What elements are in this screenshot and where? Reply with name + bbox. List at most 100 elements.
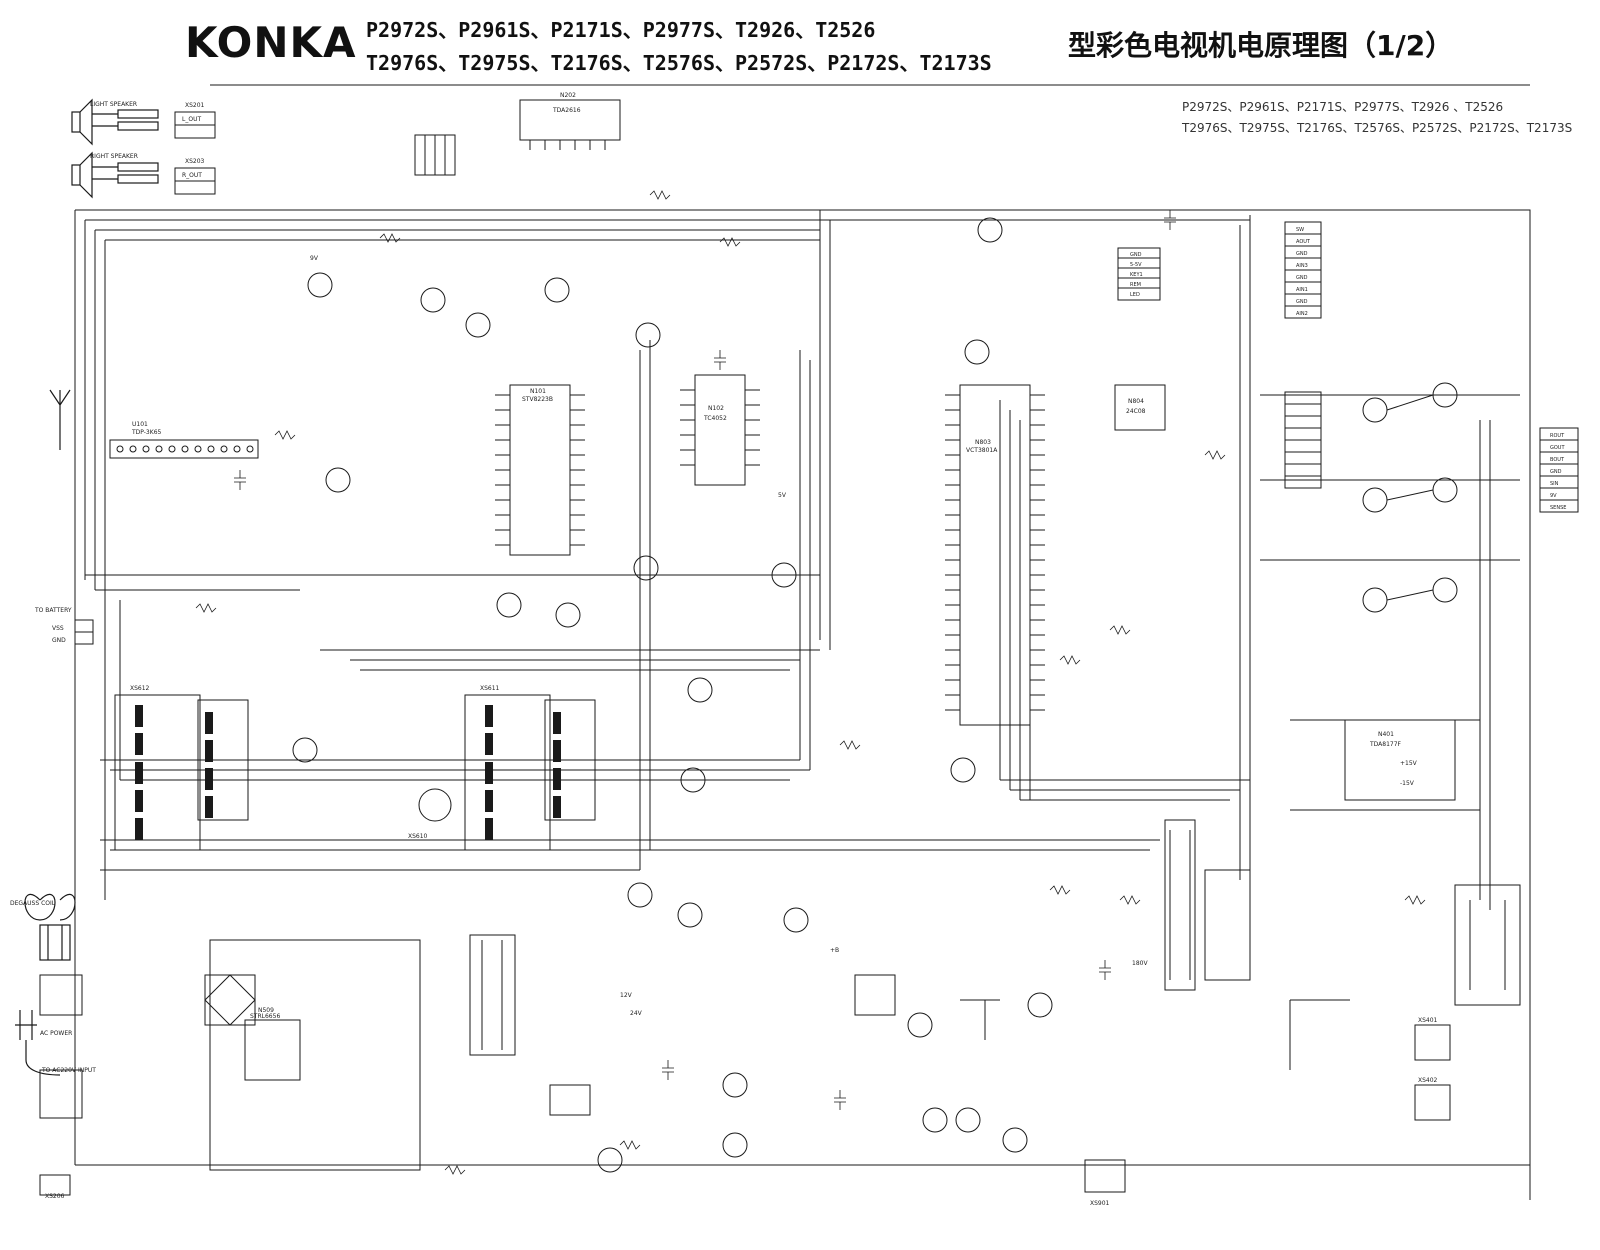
connector-xs206	[39, 1174, 71, 1196]
label-to-battery: TO BATTERY	[34, 607, 72, 614]
flyback-transformer	[1164, 819, 1196, 991]
driver-transformer	[854, 974, 896, 1016]
av-gnd-1: GND	[1296, 251, 1308, 257]
label-tdp3k65: TDP-3K65	[131, 429, 162, 436]
bridge-rectifier	[204, 974, 256, 1026]
tuner-pins	[116, 445, 254, 453]
volt-180v: 180V	[1132, 960, 1148, 967]
speaker-left	[71, 98, 159, 146]
rgb-gnd: GND	[1550, 469, 1562, 475]
rgb-transistor-group	[1362, 382, 1458, 613]
models-line-1: P2972S、P2961S、P2171S、P2977S、T2926、T2526	[366, 18, 876, 42]
label-r-out: R_OUT	[182, 172, 202, 179]
label-xs610: XS610	[408, 833, 428, 840]
transformer-t901	[469, 934, 516, 1056]
connector-xs402	[1414, 1084, 1451, 1121]
label-ac-power: AC POWER	[40, 1030, 72, 1037]
label-strl6656: STRL6656	[250, 1013, 280, 1020]
rgb-9v: 9V	[1550, 493, 1557, 499]
speaker-right	[71, 151, 159, 199]
ic-n804	[1114, 384, 1166, 431]
rgb-sin: SIN	[1550, 481, 1559, 487]
ic-n202	[519, 99, 621, 141]
volt-minus-15v: -15V	[1400, 780, 1415, 787]
label-right-speaker: RIGHT SPEAKER	[90, 153, 138, 160]
label-n101: N101	[530, 388, 546, 395]
tuner-u101	[109, 439, 259, 459]
volt-b-plus: +B	[830, 947, 839, 954]
connector-xs611	[464, 694, 551, 851]
label-stv8223b: STV8223B	[522, 396, 553, 403]
keypad-key1: KEY1	[1130, 272, 1143, 278]
label-xs901: XS901	[1090, 1200, 1110, 1207]
transistor-group	[292, 217, 1053, 1173]
av-gnd-3: GND	[1296, 299, 1308, 305]
label-xs402: XS402	[1418, 1077, 1438, 1084]
rgb-bout: BOUT	[1550, 457, 1565, 463]
volt-24v: 24V	[630, 1010, 643, 1017]
connector-xs901	[1084, 1159, 1126, 1193]
connector-degauss	[39, 974, 83, 1016]
av-ain2: AIN2	[1296, 311, 1308, 317]
rgb-sense: SENSE	[1550, 505, 1566, 511]
av-aout: AOUT	[1296, 239, 1311, 245]
label-n509: N509	[258, 1007, 274, 1014]
label-xs201: XS201	[185, 102, 205, 109]
label-n803: N803	[975, 439, 991, 446]
rgb-rout: ROUT	[1550, 433, 1565, 439]
label-xs203: XS203	[185, 158, 205, 165]
label-tc4052: TC4052	[703, 415, 727, 422]
connector-xs612	[114, 694, 201, 851]
optocoupler	[549, 1084, 591, 1116]
label-24c08: 24C08	[1126, 408, 1146, 415]
av-ain3: AIN3	[1296, 263, 1308, 269]
volt-5v: 5V	[778, 492, 787, 499]
label-xs206: XS206	[45, 1193, 65, 1200]
label-degauss: DEGAUSS COIL	[10, 900, 56, 907]
label-vct3801a: VCT3801A	[966, 447, 998, 454]
keypad-rem: REM	[1130, 282, 1141, 288]
av-sw: SW	[1296, 227, 1304, 233]
deflection-yoke	[1454, 884, 1521, 1006]
label-tda8177f: TDA8177F	[1369, 741, 1402, 748]
models-small-line-1: P2972S、P2961S、P2171S、P2977S、T2926 、T2526	[1182, 100, 1504, 114]
svideo-jack	[418, 788, 452, 822]
av-gnd-2: GND	[1296, 275, 1308, 281]
label-vss: VSS	[52, 625, 64, 632]
schematic-title: 型彩色电视机电原理图（1/2）	[1068, 29, 1454, 62]
models-line-2: T2976S、T2975S、T2176S、T2576S、P2572S、P2172…	[366, 51, 992, 75]
models-small-line-2: T2976S、T2975S、T2176S、T2576S、P2572S、P2172…	[1182, 121, 1573, 135]
volt-12v: 12V	[620, 992, 633, 999]
ic-n101	[509, 384, 571, 556]
label-u101: U101	[132, 421, 148, 428]
ic-n803	[959, 384, 1031, 726]
connector-rgb	[1539, 427, 1579, 513]
connector-ac	[39, 1069, 83, 1119]
rgb-gout: GOUT	[1550, 445, 1565, 451]
focus-block	[1204, 869, 1251, 981]
label-n102: N102	[708, 405, 724, 412]
passive-components	[195, 190, 1426, 1175]
label-light-speaker: LIGHT SPEAKER	[90, 101, 137, 108]
keypad-5v: 5-5V	[1130, 262, 1142, 268]
label-gnd: GND	[52, 637, 66, 644]
connector-xs401	[1414, 1024, 1451, 1061]
connector-xs601	[1117, 247, 1161, 301]
volt-9v-1: 9V	[310, 255, 319, 262]
label-n804: N804	[1128, 398, 1144, 405]
ic-n102	[694, 374, 746, 486]
label-l-out: L_OUT	[182, 116, 201, 123]
antenna-icon	[49, 389, 71, 450]
label-n202: N202	[560, 92, 576, 99]
volt-plus-15v: +15V	[1400, 760, 1418, 767]
av-ain1: AIN1	[1296, 287, 1308, 293]
av-jack-blocks	[135, 705, 561, 840]
brand-title: KONKA	[185, 18, 357, 67]
label-xs612: XS612	[130, 685, 150, 692]
ac-plug-icon	[15, 1010, 61, 1076]
label-tda2616: TDA2616	[552, 107, 581, 114]
keypad-gnd: GND	[1130, 252, 1142, 258]
label-xs611: XS611	[480, 685, 500, 692]
label-xs401: XS401	[1418, 1017, 1438, 1024]
